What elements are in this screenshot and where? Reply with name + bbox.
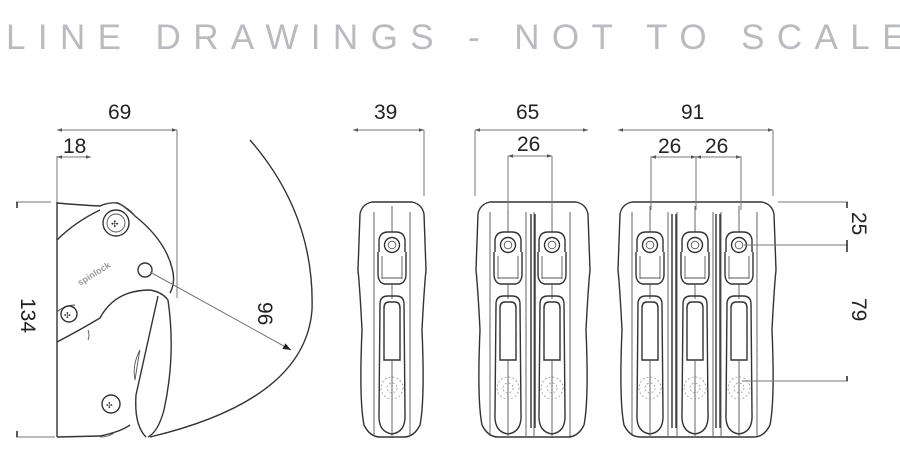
dim-single-width: 39 xyxy=(374,101,397,124)
svg-text:✣: ✣ xyxy=(64,311,71,320)
dim-overall-depth: 69 xyxy=(108,101,131,124)
dim-double-width: 65 xyxy=(516,101,539,124)
dim-front-offset: 18 xyxy=(63,135,86,158)
svg-text:✣: ✣ xyxy=(111,219,119,229)
side-view: ✣ spinlock ✣ ✣ 96 69 18 xyxy=(16,101,313,438)
dim-swing-radius: 96 xyxy=(253,302,276,325)
dim-triple-width: 91 xyxy=(681,101,704,124)
dim-triple-pitch-right: 26 xyxy=(705,135,728,158)
dim-sheave-to-bottom: 79 xyxy=(847,298,870,321)
dim-height: 134 xyxy=(16,298,39,333)
brand-label: spinlock xyxy=(76,259,113,287)
front-view-triple: 91 26 26 25 79 xyxy=(617,101,870,438)
dim-top-to-sheave: 25 xyxy=(847,212,870,235)
drawing-title: LINE DRAWINGS - NOT TO SCALE xyxy=(6,18,900,57)
front-view-double: 65 26 xyxy=(474,101,591,438)
dim-triple-pitch-left: 26 xyxy=(658,135,681,158)
front-view-single: 39 xyxy=(353,101,427,438)
svg-text:✣: ✣ xyxy=(106,401,113,410)
dim-double-pitch: 26 xyxy=(517,133,540,156)
